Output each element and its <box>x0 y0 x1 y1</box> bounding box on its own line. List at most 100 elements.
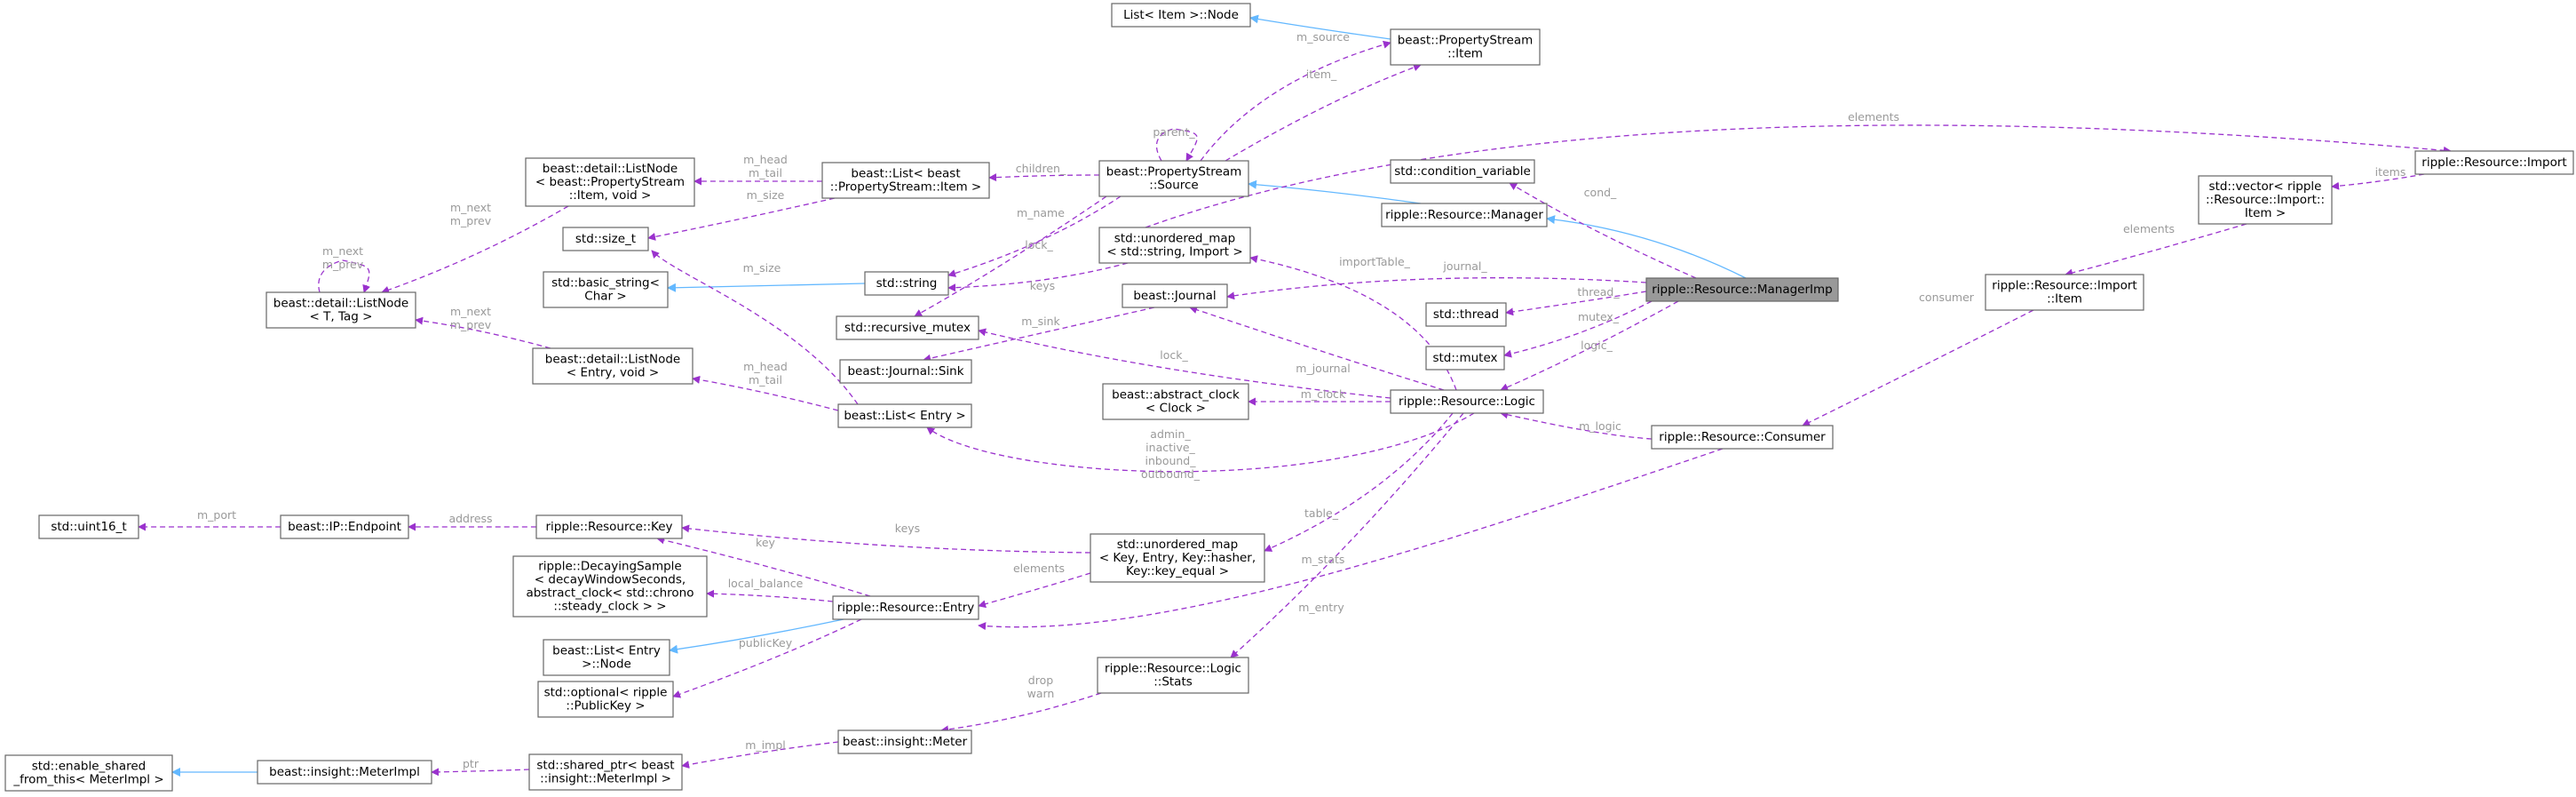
class-node-decaying[interactable]: ripple::DecayingSample< decayWindowSecon… <box>512 555 708 618</box>
class-node-box <box>1645 277 1839 302</box>
usage-arrow <box>2065 223 2247 277</box>
inheritance-arrow <box>667 283 866 292</box>
class-node-label: std::uint16_t <box>51 520 126 534</box>
class-node-box <box>532 347 694 385</box>
class-node-box <box>1097 657 1249 694</box>
class-node-psItem[interactable]: beast::PropertyStream::Item <box>1390 28 1541 66</box>
class-node-label: abstract_clock< std::chrono <box>526 586 694 601</box>
usage-arrow <box>978 328 1391 399</box>
edge-label: address <box>448 512 492 525</box>
class-node-resConsumer[interactable]: ripple::Resource::Consumer <box>1651 425 1834 450</box>
class-node-label: ::PropertyStream::Item > <box>830 180 982 195</box>
usage-arrow <box>947 195 1122 277</box>
edge-resLogic-to-abstractClock: m_clock <box>1248 387 1391 406</box>
edge-label: outbound_ <box>1141 467 1201 481</box>
class-node-basicString[interactable]: std::basic_string<Char > <box>543 271 669 308</box>
usage-arrow <box>1509 182 1697 279</box>
class-node-vecImportItem[interactable]: std::vector< ripple::Resource::Import::I… <box>2198 175 2333 225</box>
class-node-psSource[interactable]: beast::PropertyStream::Source <box>1098 160 1249 197</box>
class-node-stdMutex[interactable]: std::mutex <box>1425 346 1505 371</box>
usage-arrow <box>672 618 862 698</box>
class-node-listEntryNode[interactable]: beast::List< Entry>::Node <box>543 639 670 676</box>
class-node-listNodeT[interactable]: beast::detail::ListNode< T, Tag > <box>266 291 416 329</box>
edge-resEntry-to-decaying: local_balance <box>706 577 834 602</box>
edge-label: m_tail <box>749 166 782 179</box>
class-node-label: < T, Tag > <box>310 310 373 324</box>
edge-resConsumer-to-resEntry: m_entry <box>978 448 1724 631</box>
class-node-label: std::string <box>876 276 938 291</box>
usage-arrow <box>651 250 859 405</box>
class-node-resLogic[interactable]: ripple::Resource::Logic <box>1390 389 1544 414</box>
class-node-sizeT[interactable]: std::size_t <box>562 227 649 251</box>
usage-arrow <box>431 768 530 777</box>
class-node-listPsItem[interactable]: beast::List< beast::PropertyStream::Item… <box>821 162 990 199</box>
usage-arrow <box>978 572 1091 609</box>
class-node-label: std::size_t <box>575 232 636 246</box>
usage-arrow <box>318 259 370 293</box>
class-node-box <box>525 157 695 207</box>
class-node-label: beast::detail::ListNode <box>543 162 678 176</box>
class-node-resEntry[interactable]: ripple::Resource::Entry <box>832 595 979 620</box>
class-node-box <box>1102 383 1249 420</box>
edge-resConsumer-to-resLogic: m_logic <box>1500 410 1653 440</box>
edge-label: m_prev <box>450 318 492 331</box>
class-node-journalSink[interactable]: beast::Journal::Sink <box>839 359 972 384</box>
usage-arrow <box>381 205 569 294</box>
class-node-resManager[interactable]: ripple::Resource::Manager <box>1381 203 1548 227</box>
class-node-insightMeter[interactable]: beast::insight::Meter <box>837 729 972 754</box>
class-node-beastJournal[interactable]: beast::Journal <box>1122 283 1228 308</box>
usage-arrow <box>656 536 871 597</box>
edge-label: publicKey <box>739 636 793 650</box>
class-node-ipEndpoint[interactable]: beast::IP::Endpoint <box>280 514 409 539</box>
edge-managerImp-to-resLogic: logic_ <box>1500 300 1679 391</box>
edge-beastJournal-to-journalSink: m_sink <box>923 307 1155 363</box>
usage-arrow <box>647 197 836 241</box>
class-node-importItem[interactable]: ripple::Resource::Import::Item <box>1985 274 2144 311</box>
edge-label: m_next <box>450 201 491 214</box>
class-node-resKey[interactable]: ripple::Resource::Key <box>535 514 683 539</box>
class-node-label: ripple::Resource::Consumer <box>1659 430 1826 444</box>
class-node-stdString[interactable]: std::string <box>864 271 949 296</box>
class-node-recMutex[interactable]: std::recursive_mutex <box>836 315 979 340</box>
class-node-listItemNode[interactable]: List< Item >::Node <box>1111 3 1251 28</box>
class-node-box <box>1425 302 1507 327</box>
class-node-box <box>1098 160 1249 197</box>
class-node-box <box>1111 3 1251 28</box>
class-node-label: beast::abstract_clock <box>1112 388 1240 402</box>
edge-managerImp-to-condVar: cond_ <box>1509 182 1697 279</box>
class-node-optPubKey[interactable]: std::optional< ripple::PublicKey > <box>537 681 674 718</box>
edge-label: inactive_ <box>1145 441 1195 454</box>
edge-label: mutex_ <box>1578 310 1620 323</box>
class-node-abstractClock[interactable]: beast::abstract_clock< Clock > <box>1102 383 1249 420</box>
class-node-listNodePs[interactable]: beast::detail::ListNode< beast::Property… <box>525 157 695 207</box>
edge-resEntry-to-optPubKey: publicKey <box>672 618 862 698</box>
class-node-label: std::condition_variable <box>1394 164 1531 179</box>
class-node-umapKey[interactable]: std::unordered_map< Key, Entry, Key::has… <box>1090 533 1265 583</box>
class-node-enableShared[interactable]: std::enable_shared_from_this< MeterImpl … <box>4 754 173 792</box>
usage-arrow <box>1500 410 1653 440</box>
edge-psSource-to-psItem: m_source <box>1200 30 1391 162</box>
class-node-umapImport[interactable]: std::unordered_map< std::string, Import … <box>1098 227 1251 264</box>
class-node-listNodeEntry[interactable]: beast::detail::ListNode< Entry, void > <box>532 347 694 385</box>
class-node-managerImp[interactable]: ripple::Resource::ManagerImp <box>1645 277 1839 302</box>
usage-arrow <box>1189 306 1445 391</box>
class-node-meterImpl[interactable]: beast::insight::MeterImpl <box>257 760 432 785</box>
class-node-resImport[interactable]: ripple::Resource::Import <box>2414 150 2574 175</box>
class-node-uint16[interactable]: std::uint16_t <box>38 514 139 539</box>
class-node-label: beast::Journal::Sink <box>847 364 963 379</box>
edge-psSource-to-recMutex: lock_ <box>914 195 1107 317</box>
class-node-listEntry[interactable]: beast::List< Entry > <box>837 403 972 428</box>
usage-arrow <box>947 262 1129 292</box>
class-node-label: beast::List< Entry <box>552 644 661 658</box>
class-node-stdThread[interactable]: std::thread <box>1425 302 1507 327</box>
edge-label: m_impl <box>745 738 785 752</box>
usage-arrow <box>681 524 1091 554</box>
edge-psItem-to-listItemNode <box>1249 14 1391 40</box>
class-node-sharedPtrMeter[interactable]: std::shared_ptr< beast::insight::MeterIm… <box>528 753 683 791</box>
edge-label: thread_ <box>1577 285 1620 299</box>
class-node-condVar[interactable]: std::condition_variable <box>1390 159 1535 184</box>
class-node-logicStats[interactable]: ripple::Resource::Logic::Stats <box>1097 657 1249 694</box>
class-node-box <box>562 227 649 251</box>
class-node-label: std::basic_string< <box>551 276 660 291</box>
